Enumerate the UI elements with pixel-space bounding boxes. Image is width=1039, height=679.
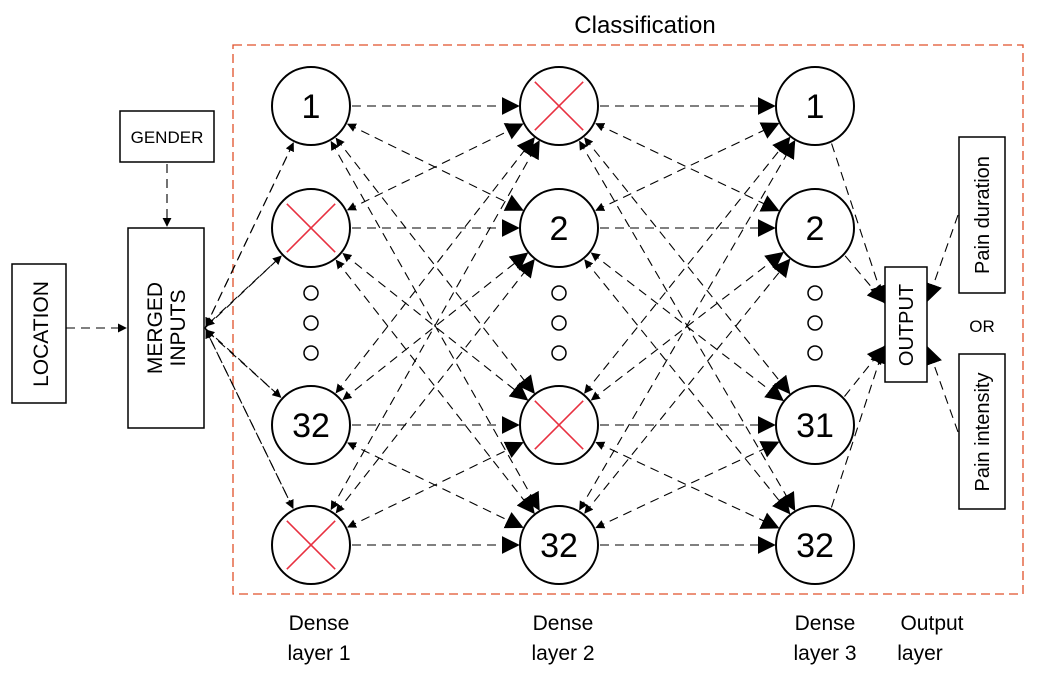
ellipsis-dot bbox=[807, 345, 823, 361]
layer-3-node-4: 32 bbox=[775, 505, 855, 585]
ellipsis-dot bbox=[551, 345, 567, 361]
layer-2-node-dropped-1 bbox=[519, 66, 599, 146]
connection-l2-n4-to-l3-n2 bbox=[584, 258, 791, 514]
connection-l2-n2-to-l3-n1 bbox=[595, 122, 780, 211]
connection-l1-n2-to-l2-n3 bbox=[342, 253, 529, 401]
node-label: 32 bbox=[292, 407, 330, 445]
layer-1-node-3: 32 bbox=[271, 385, 351, 465]
dropout-cross-icon bbox=[286, 520, 336, 570]
layer-2-node-2: 2 bbox=[519, 188, 599, 268]
connection-pain-duration-to-output bbox=[924, 214, 959, 302]
layer-2-node-dropped-3 bbox=[519, 385, 599, 465]
dropout-cross-icon bbox=[286, 203, 336, 253]
merged-inputs-box: MERGED INPUTS bbox=[127, 227, 205, 429]
layer-1-node-1: 1 bbox=[271, 66, 351, 146]
ellipsis-dot bbox=[303, 285, 319, 301]
node-label: 2 bbox=[806, 210, 825, 248]
connection-l1-n3-to-merged bbox=[205, 329, 282, 398]
or-label: OR bbox=[969, 317, 995, 336]
output-box: OUTPUT bbox=[884, 266, 928, 383]
gender-box: GENDER bbox=[119, 110, 215, 163]
connection-l1-n3-to-l2-n2 bbox=[342, 252, 529, 400]
layer-3-node-1: 1 bbox=[775, 66, 855, 146]
connection-l1-n3-to-l2-n1 bbox=[335, 136, 535, 393]
layer-2-caption-line-2: layer 2 bbox=[531, 642, 594, 665]
ellipsis-dot bbox=[551, 285, 567, 301]
connection-l1-n4-to-l2-n2 bbox=[335, 258, 535, 514]
layer-1-node-dropped-2 bbox=[271, 188, 351, 268]
gender-label: GENDER bbox=[131, 128, 204, 147]
pain-duration-label: Pain duration bbox=[972, 156, 994, 274]
node-label: 1 bbox=[302, 88, 321, 126]
dropout-cross-icon bbox=[534, 400, 584, 450]
ellipsis-dot bbox=[807, 285, 823, 301]
connection-l2-n3-to-l3-n4 bbox=[595, 441, 780, 529]
node-label: 2 bbox=[550, 210, 569, 248]
ellipsis-dots bbox=[303, 285, 823, 361]
layer-1-node-dropped-4 bbox=[271, 505, 351, 585]
connection-l2-n4-to-l3-n1 bbox=[579, 139, 796, 510]
merged-inputs-line-1: MERGED bbox=[144, 282, 167, 374]
connection-l1-n1-to-l2-n3 bbox=[335, 138, 535, 395]
connection-l1-n4-to-merged bbox=[205, 329, 294, 509]
ellipsis-dot bbox=[807, 315, 823, 331]
connection-l3-n3-to-output bbox=[844, 345, 886, 397]
node-label: 1 bbox=[806, 88, 825, 126]
connection-l2-n4-to-l3-n3 bbox=[595, 441, 780, 529]
connection-l2-n2-to-l3-n4 bbox=[584, 259, 791, 515]
merged-inputs-line-2: INPUTS bbox=[167, 289, 190, 366]
connection-l1-n4-to-l2-n3 bbox=[347, 441, 524, 528]
ellipsis-dot bbox=[303, 345, 319, 361]
nodes-group: 1 32 2 32 1 2 31 32 bbox=[271, 66, 855, 585]
connection-l1-n2-to-l2-n1 bbox=[347, 123, 524, 211]
ellipsis-dot bbox=[551, 315, 567, 331]
connection-l1-n1-to-merged bbox=[205, 142, 294, 327]
ellipsis-dot bbox=[303, 315, 319, 331]
output-layer-caption-line-2: layer bbox=[897, 642, 943, 665]
layer-3-node-2: 2 bbox=[775, 188, 855, 268]
layer-2-node-4: 32 bbox=[519, 505, 599, 585]
node-label: 32 bbox=[796, 527, 834, 565]
pain-duration-box: Pain duration bbox=[958, 136, 1006, 294]
connection-l1-n2-to-l2-n4 bbox=[335, 259, 535, 515]
layer-3-caption-line-2: layer 3 bbox=[793, 642, 856, 665]
pain-intensity-box: Pain intensity bbox=[958, 353, 1006, 510]
dropout-cross-icon bbox=[534, 81, 584, 131]
layer-3-node-3: 31 bbox=[775, 385, 855, 465]
connection-l3-n4-to-output bbox=[830, 345, 888, 508]
classification-frame bbox=[232, 44, 1024, 595]
connection-l3-n2-to-output bbox=[844, 255, 886, 304]
node-label: 31 bbox=[796, 407, 834, 445]
connection-l2-n3-to-l3-n1 bbox=[584, 136, 791, 394]
connections-group bbox=[66, 97, 959, 554]
output-label: OUTPUT bbox=[896, 284, 918, 366]
location-box: LOCATION bbox=[11, 263, 67, 404]
connection-l2-n1-to-l3-n3 bbox=[584, 137, 791, 395]
layer-1-caption-line-2: layer 1 bbox=[287, 642, 350, 665]
connection-l2-n1-to-l3-n2 bbox=[595, 123, 780, 212]
layer-2-caption-line-1: Dense bbox=[533, 612, 594, 635]
layer-1-caption-line-1: Dense bbox=[289, 612, 350, 635]
layer-3-caption-line-1: Dense bbox=[795, 612, 856, 635]
connection-back-l2-n3-to-l1-n4 bbox=[347, 519, 358, 528]
pain-intensity-label: Pain intensity bbox=[972, 373, 994, 492]
location-label: LOCATION bbox=[30, 281, 53, 387]
connection-pain-intensity-to-output bbox=[924, 346, 959, 433]
connection-l1-n2-to-merged bbox=[205, 255, 282, 327]
connection-l1-n4-to-l2-n1 bbox=[330, 140, 540, 510]
connection-l3-n1-to-output bbox=[831, 143, 888, 304]
output-layer-caption-line-1: Output bbox=[900, 612, 963, 635]
node-label: 32 bbox=[540, 527, 578, 565]
diagram-title: Classification bbox=[574, 12, 715, 39]
